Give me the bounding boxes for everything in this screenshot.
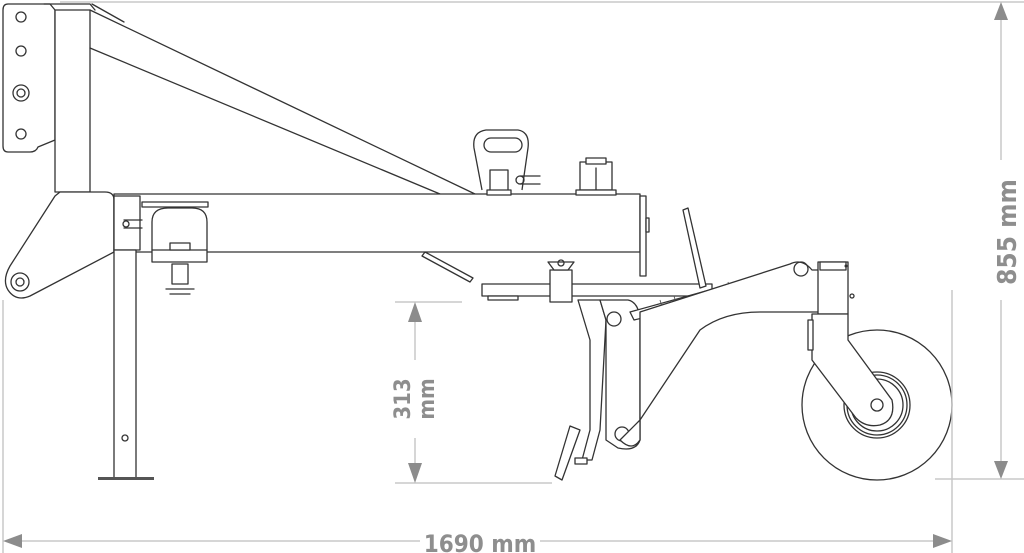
diagonal-brace bbox=[89, 3, 476, 195]
parking-stand bbox=[98, 249, 154, 480]
depth-wheel-arm bbox=[619, 261, 855, 447]
nut-bolt bbox=[575, 157, 617, 196]
lower-hitch-bracket bbox=[4, 191, 115, 299]
lift-handle bbox=[473, 129, 541, 196]
dimension-depth: 313 mm bbox=[391, 301, 552, 484]
jack-holder bbox=[141, 201, 209, 295]
depth-wheel bbox=[801, 313, 953, 481]
deflector-rod bbox=[421, 251, 474, 283]
lower-frame-plate bbox=[481, 259, 713, 303]
depth-unit-label: mm bbox=[415, 378, 440, 419]
ripper-tine bbox=[554, 299, 641, 481]
dimension-length: 1690 mm bbox=[2, 290, 953, 553]
length-label: 1690 mm bbox=[424, 530, 537, 553]
dimension-height: 855 mm bbox=[60, 1, 1024, 480]
depth-value-label: 313 bbox=[391, 378, 416, 419]
adjust-rod bbox=[682, 207, 707, 289]
height-label: 855 mm bbox=[993, 179, 1023, 285]
three-point-hitch-plate bbox=[2, 3, 56, 153]
mast bbox=[43, 3, 96, 193]
